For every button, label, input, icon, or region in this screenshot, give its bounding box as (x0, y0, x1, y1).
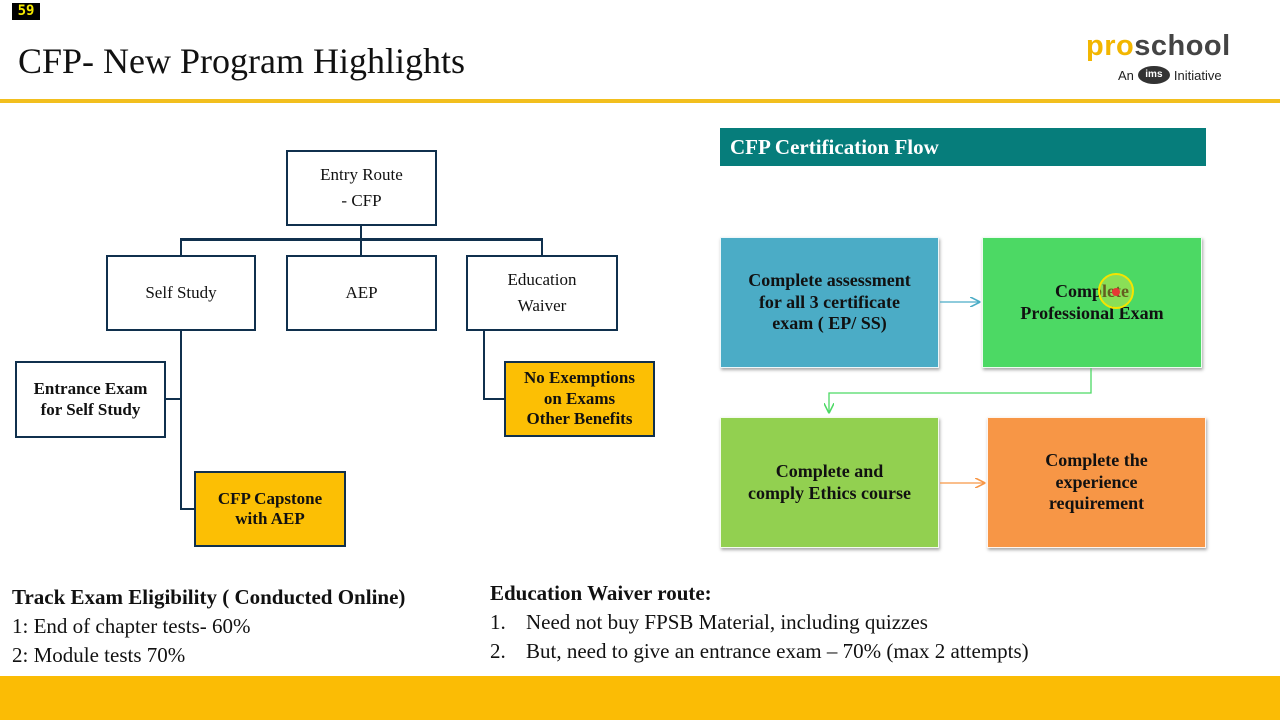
logo-tag-suffix: Initiative (1173, 67, 1222, 83)
connector (360, 238, 362, 256)
footer-bar (0, 676, 1280, 720)
slide-number: 59 (12, 3, 40, 20)
track-section: Track Exam Eligibility ( Conducted Onlin… (12, 583, 482, 670)
node-education-waiver: Education Waiver (466, 255, 618, 331)
logo-tag-prefix: An (1118, 67, 1134, 83)
connector (180, 238, 182, 256)
connector (541, 238, 543, 256)
node-no-exemptions: No Exemptions on Exams Other Benefits (504, 361, 655, 437)
flow-step-assessment: Complete assessment for all 3 certificat… (720, 237, 939, 368)
logo-school: school (1134, 30, 1231, 62)
header-divider (0, 99, 1280, 103)
waiver-item-text: Need not buy FPSB Material, including qu… (526, 610, 928, 634)
track-item: 2: Module tests 70% (12, 643, 186, 667)
node-entry-route: Entry Route - CFP (286, 150, 437, 226)
ims-badge-icon: ims (1137, 66, 1170, 84)
connector (483, 398, 505, 400)
node-cfp-capstone: CFP Capstone with AEP (194, 471, 346, 547)
track-item: 1: End of chapter tests- 60% (12, 614, 251, 638)
waiver-item-text: But, need to give an entrance exam – 70%… (526, 639, 1029, 663)
logo-pro: pro (1086, 30, 1135, 62)
waiver-heading: Education Waiver route: (490, 581, 712, 605)
node-aep: AEP (286, 255, 437, 331)
track-heading: Track Exam Eligibility ( Conducted Onlin… (12, 585, 406, 609)
connector (180, 330, 182, 510)
cursor-dot-icon (1112, 288, 1120, 296)
logo-tagline: An ims Initiative (1118, 66, 1222, 84)
connector (483, 330, 485, 400)
proschool-logo: proschool (1086, 30, 1231, 63)
waiver-section: Education Waiver route: 1. Need not buy F… (490, 579, 1190, 666)
connector (166, 398, 182, 400)
flow-step-experience: Complete the experience requirement (987, 417, 1206, 548)
page-title: CFP- New Program Highlights (18, 41, 466, 81)
flow-step-ethics: Complete and comply Ethics course (720, 417, 939, 548)
waiver-item-number: 2. (490, 639, 506, 663)
flow-header: CFP Certification Flow (720, 128, 1206, 166)
waiver-item: 2. But, need to give an entrance exam – 7… (490, 637, 1190, 666)
waiver-item-number: 1. (490, 610, 506, 634)
connector (360, 225, 362, 240)
arrow-step2-to-step3 (829, 368, 1092, 412)
connector (180, 508, 195, 510)
waiver-item: 1. Need not buy FPSB Material, including … (490, 608, 1190, 637)
node-self-study: Self Study (106, 255, 256, 331)
flow-step-professional-exam: Complete Professional Exam (982, 237, 1202, 368)
node-entrance-exam: Entrance Exam for Self Study (15, 361, 166, 438)
